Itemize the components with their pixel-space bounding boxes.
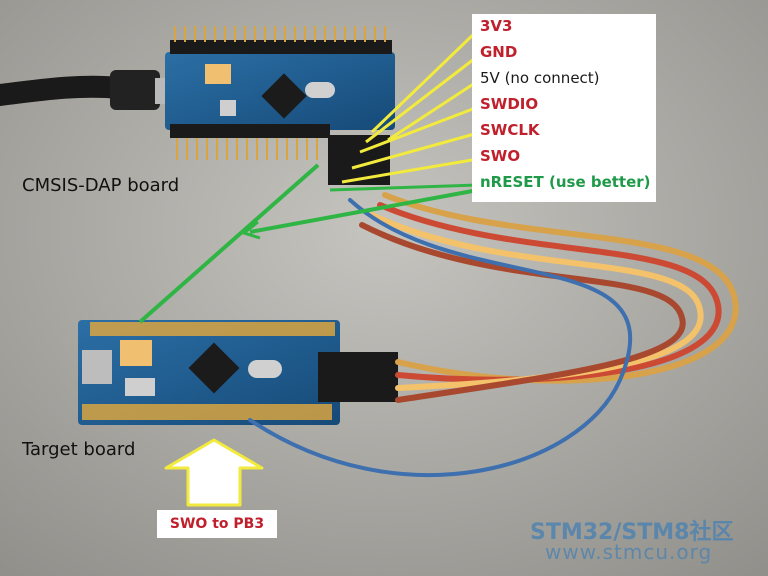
- nreset-pointer-line: [329, 183, 479, 192]
- target-usb-port: [82, 350, 112, 384]
- pin-pointer-lines: [341, 28, 480, 184]
- target-swd-header: [318, 352, 398, 402]
- target-board: [78, 320, 398, 425]
- pin-label-nreset: nRESET (use better): [480, 173, 651, 191]
- cmsis-dap-board: [165, 26, 395, 185]
- nreset-arrow: [138, 163, 479, 324]
- pin-label-gnd: GND: [480, 43, 518, 61]
- target-top-header: [90, 322, 335, 336]
- target-board-label: Target board: [22, 439, 136, 460]
- pin-label-swdio: SWDIO: [480, 95, 539, 113]
- usb-plug: [110, 70, 160, 110]
- cmsis-crystal: [305, 82, 335, 98]
- cmsis-top-header-pins: [170, 26, 392, 54]
- cmsis-bottom-header-pins: [170, 124, 330, 160]
- pin-label-5v: 5V (no connect): [480, 69, 600, 87]
- pin-label-3v3: 3V3: [480, 17, 513, 35]
- pin-label-panel: 3V3 GND 5V (no connect) SWDIO SWCLK SWO …: [472, 14, 656, 202]
- cmsis-jumper: [205, 64, 231, 84]
- watermark-url: www.stmcu.org: [545, 540, 713, 564]
- swo-callout: SWO to PB3: [157, 510, 277, 538]
- swo-blue-wire: [248, 198, 633, 477]
- cmsis-board-label: CMSIS-DAP board: [22, 175, 180, 196]
- target-crystal: [248, 360, 282, 378]
- pin-label-swo: SWO: [480, 147, 521, 165]
- target-jumper: [120, 340, 152, 366]
- dupont-wires: [248, 192, 739, 477]
- cmsis-reset-button: [220, 100, 236, 116]
- pb3-arrow-icon: [164, 438, 264, 507]
- target-reset-button: [125, 378, 155, 396]
- swo-callout-text: SWO to PB3: [169, 516, 265, 532]
- pin-label-swclk: SWCLK: [480, 121, 540, 139]
- usb-cable: [0, 75, 131, 106]
- watermark-brand: STM32/STM8社区: [530, 520, 734, 545]
- target-bottom-header: [82, 404, 332, 420]
